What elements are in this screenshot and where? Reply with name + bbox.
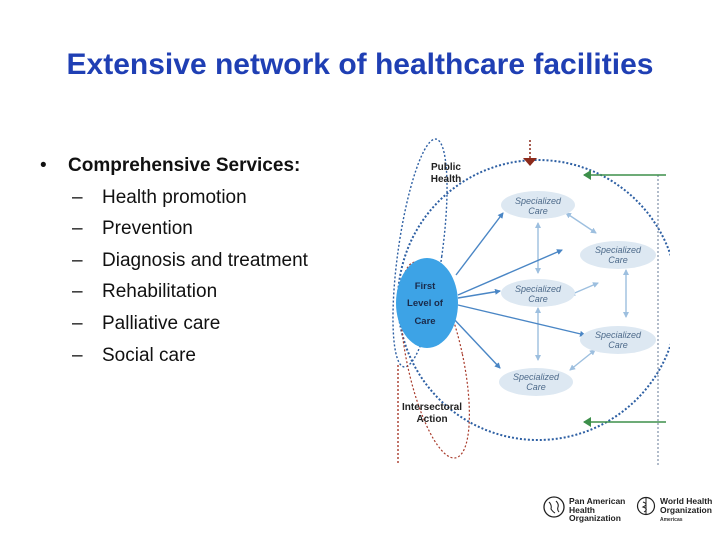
who-region: Americas	[660, 517, 683, 523]
specialized-care-label: Care	[528, 206, 548, 216]
specialized-care-label: Care	[608, 255, 628, 265]
dash-marker: –	[72, 249, 83, 271]
public-health-label: Health	[431, 174, 462, 185]
public-health-boundary	[392, 138, 448, 368]
specialized-care-label: Specialized	[515, 196, 562, 206]
logo-strip: Pan American Health Organization World H…	[540, 492, 715, 526]
bullet-dot: •	[40, 155, 47, 176]
green-inflow-bottom-arrowhead	[583, 417, 591, 427]
first-level-care-node: First Level of Care	[396, 258, 458, 348]
sub-bullet-label: Rehabilitation	[102, 281, 218, 303]
intersectoral-label: Intersectoral	[402, 402, 462, 413]
slide-title: Extensive network of healthcare faciliti…	[66, 48, 654, 81]
sub-bullet: –Diagnosis and treatment	[40, 245, 380, 277]
sub-bullet: –Rehabilitation	[40, 276, 380, 308]
referral-arrow	[457, 304, 586, 337]
paho-name-line: Organization	[569, 513, 621, 524]
sub-bullet-label: Social care	[102, 344, 196, 366]
sub-bullet: –Prevention	[40, 213, 380, 245]
dash-marker: –	[72, 281, 83, 303]
paho-name-line: Health	[569, 504, 595, 515]
specialized-care-label: Specialized	[595, 245, 642, 255]
specialized-care-node: Specialized Care	[580, 241, 656, 269]
who-name-line: Organization	[660, 504, 712, 515]
sub-bullet: –Palliative care	[40, 308, 380, 340]
specialized-care-label: Specialized	[595, 330, 642, 340]
first-level-label: Level of	[407, 298, 444, 309]
paho-name: Pan American Health Organization	[569, 497, 625, 523]
intersectoral-label: Action	[416, 414, 447, 425]
first-level-label: Care	[414, 316, 435, 327]
dash-marker: –	[72, 312, 83, 334]
specialized-care-node: Specialized Care	[580, 326, 656, 354]
dash-marker: –	[72, 218, 83, 240]
sub-bullet-label: Health promotion	[102, 186, 247, 208]
referral-arrow	[455, 212, 504, 276]
who-name: World Health Organization	[660, 497, 712, 514]
first-level-label: First	[415, 281, 436, 292]
sub-bullet: –Social care	[40, 340, 380, 372]
specialized-care-label: Care	[608, 340, 628, 350]
bullet-main: • Comprehensive Services:	[40, 150, 380, 182]
specialized-care-node: Specialized Care	[501, 279, 575, 307]
specialized-link	[569, 349, 596, 371]
top-inflow-arrowhead	[523, 158, 537, 166]
who-emblem-icon	[636, 496, 656, 516]
dash-marker: –	[72, 344, 83, 366]
green-inflow-top-arrowhead	[583, 170, 591, 180]
sub-bullet-label: Palliative care	[102, 312, 221, 334]
dash-marker: –	[72, 186, 83, 208]
referral-arrow	[457, 288, 501, 299]
sub-bullet-label: Diagnosis and treatment	[102, 249, 308, 271]
specialized-care-node: Specialized Care	[499, 368, 573, 396]
sub-bullet: –Health promotion	[40, 182, 380, 214]
referral-arrow	[451, 316, 501, 369]
paho-name-line: Pan American	[569, 496, 626, 506]
specialized-care-label: Care	[528, 294, 548, 304]
care-network-diagram: Specialized Care Specialized Care Specia…	[392, 138, 670, 465]
bullet-main-label: Comprehensive Services:	[68, 155, 301, 176]
specialized-link	[565, 212, 597, 234]
referral-arrow	[457, 249, 563, 296]
specialized-care-node: Specialized Care	[501, 191, 575, 219]
bullet-list: • Comprehensive Services: –Health promot…	[40, 150, 380, 371]
specialized-care-label: Specialized	[515, 284, 562, 294]
public-health-label: Public	[431, 162, 461, 173]
specialized-care-label: Care	[526, 382, 546, 392]
sub-bullet-label: Prevention	[102, 218, 193, 240]
specialized-care-label: Specialized	[513, 372, 560, 382]
paho-emblem-icon	[543, 496, 565, 518]
who-name-line: World Health	[660, 496, 713, 506]
